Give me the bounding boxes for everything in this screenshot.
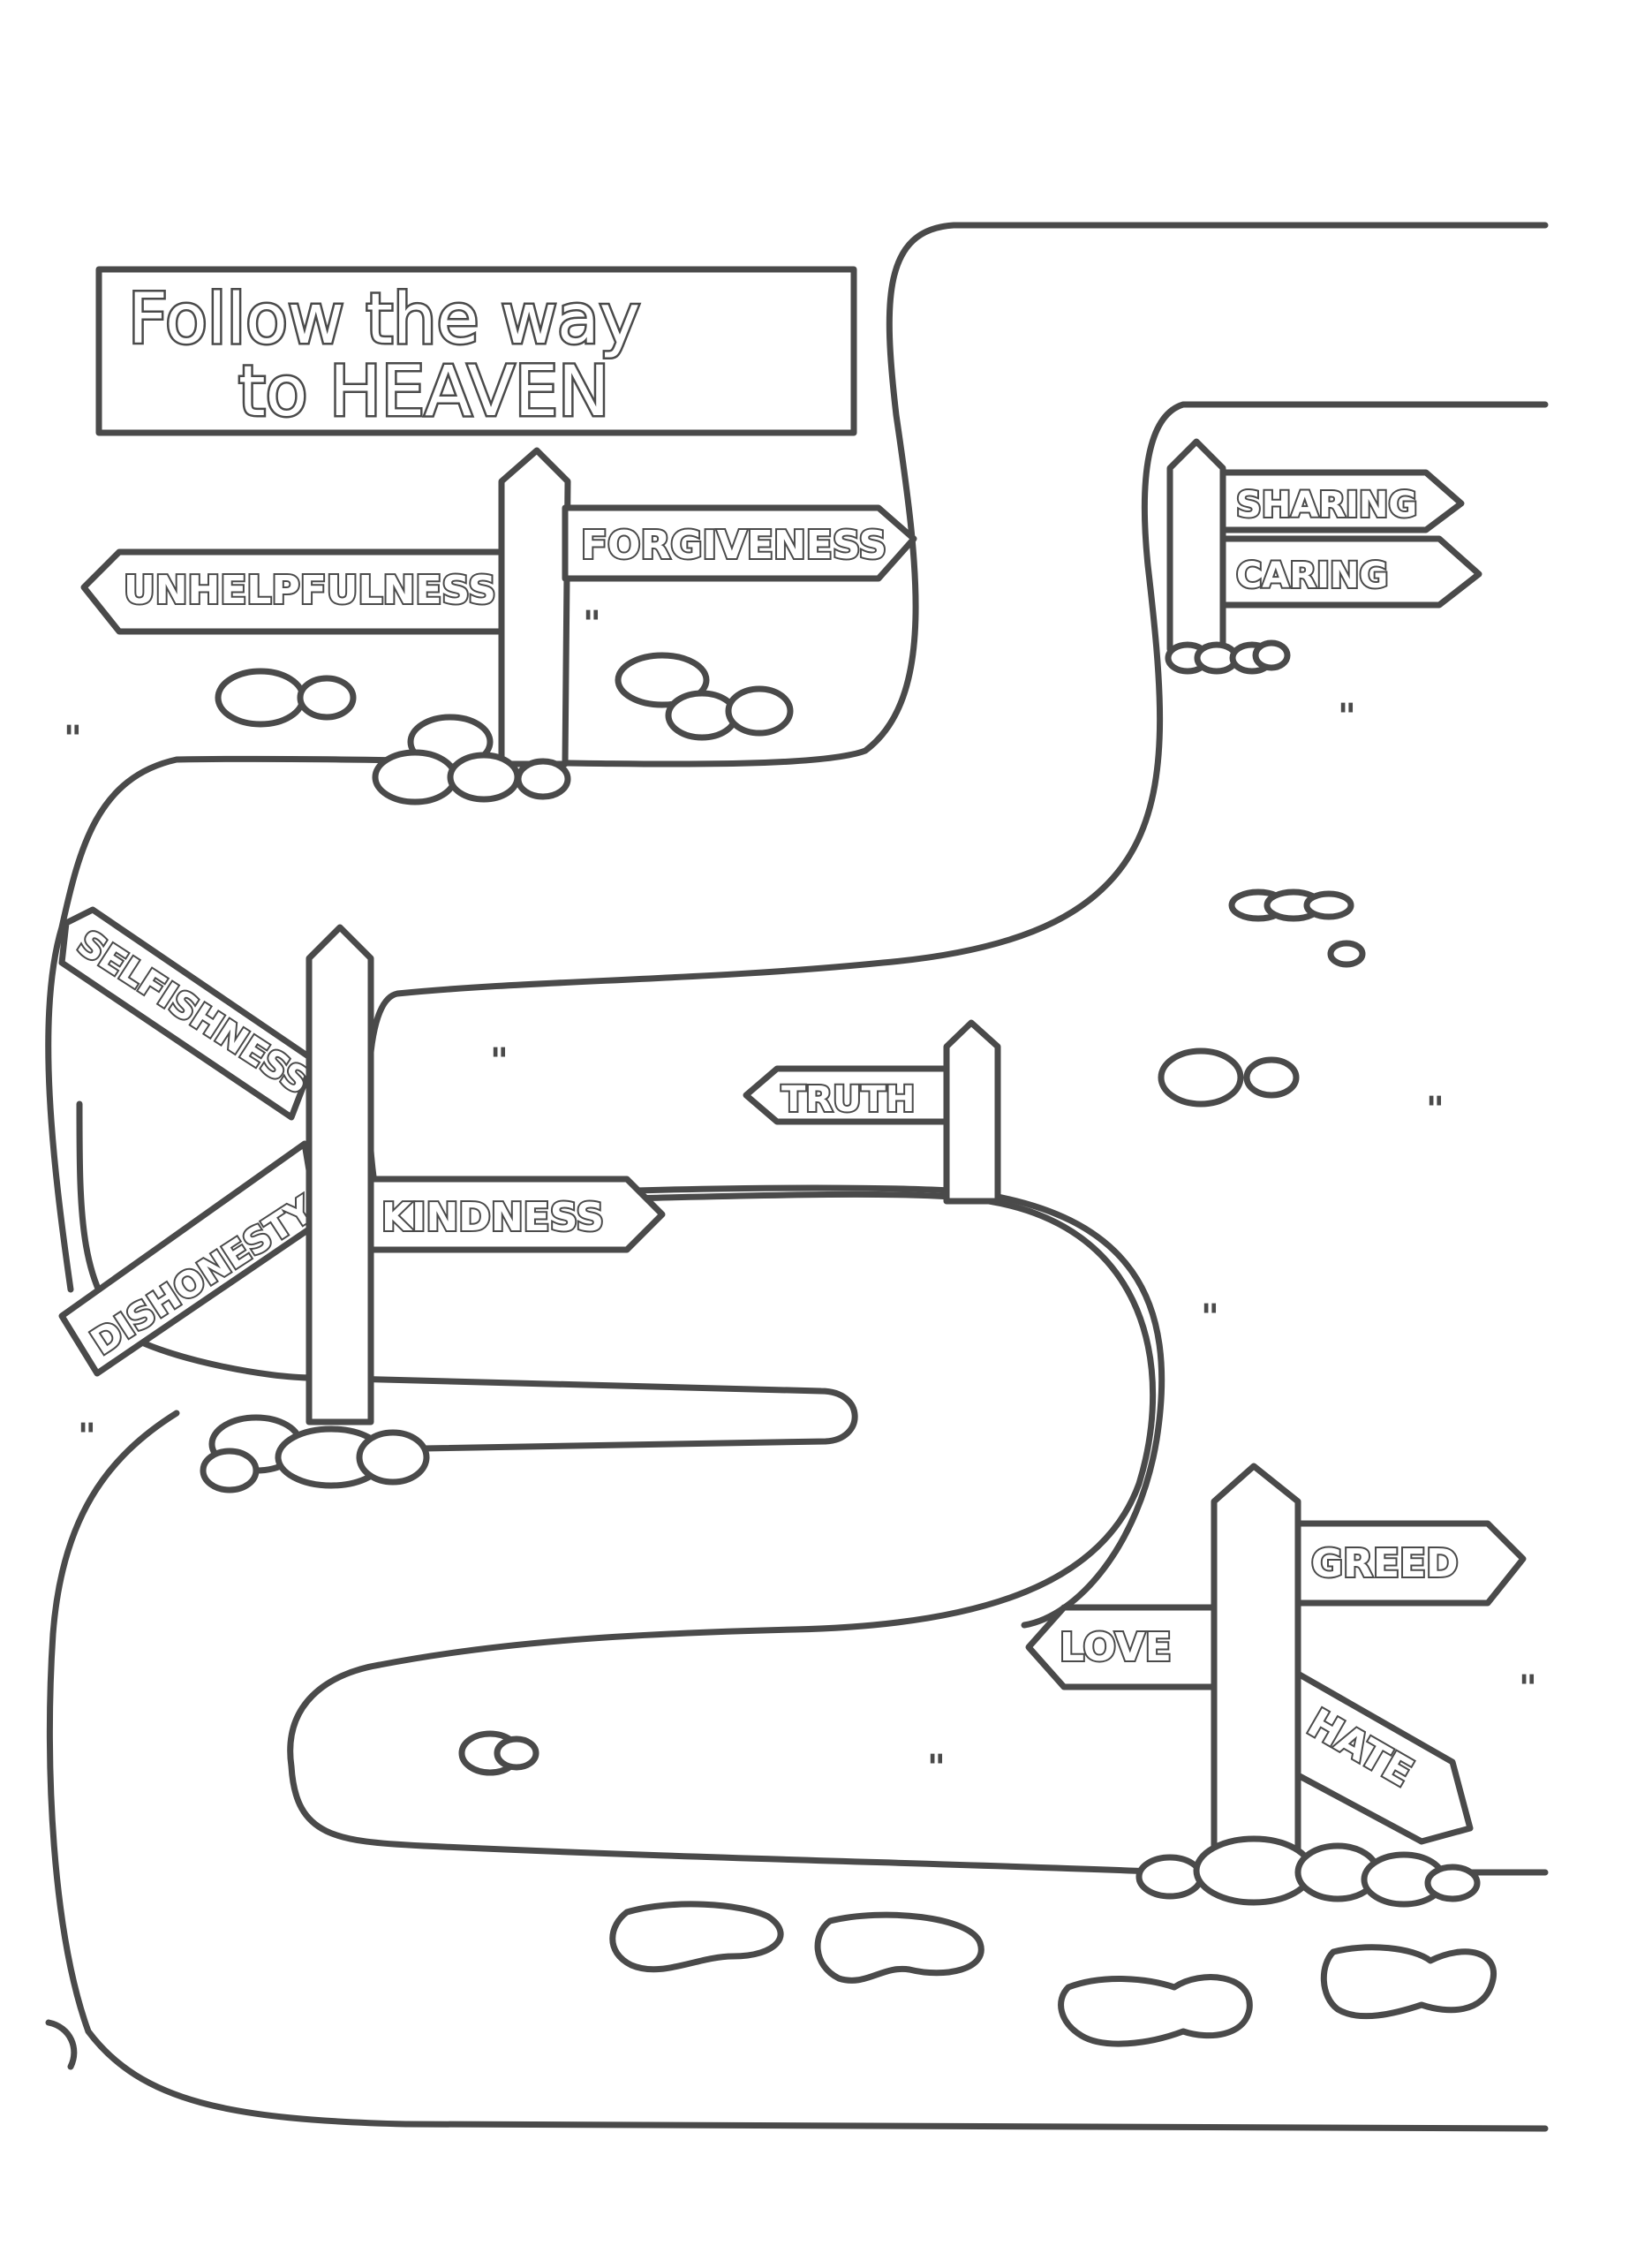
sign-love-board (1025, 1604, 1218, 1690)
sign-greed-board (1294, 1520, 1527, 1607)
signpost-truth: TRUTH (743, 1019, 1001, 1205)
sign-caring-board (1219, 535, 1482, 609)
road-curve-left (76, 1100, 858, 1452)
sign-sharing-board (1219, 469, 1465, 533)
title-line1: Follow the way (128, 280, 640, 359)
road-edge-inner (287, 1191, 1178, 1876)
grass-tufts: " " " " " " " " " (64, 604, 1537, 1788)
footprint (814, 1911, 984, 1984)
svg-text:": " (64, 719, 82, 760)
title-sign: Follow the way to HEAVEN (95, 266, 857, 436)
signpost-pole (1166, 438, 1226, 653)
sign-selfishness-board (58, 906, 317, 1121)
sign-kindness-board (367, 1176, 666, 1253)
title-board (95, 266, 857, 436)
svg-text:": " (1201, 1297, 1219, 1338)
signpost-sharing: SHARING CARING (1165, 438, 1482, 675)
footprint (1058, 1974, 1253, 2047)
stones (200, 1414, 430, 1493)
signpost-greed: GREED LOVE HATE (1025, 1463, 1527, 1908)
field-stones (215, 652, 1366, 1776)
svg-text:": " (1519, 1668, 1537, 1709)
sign-caring: CARING (1236, 556, 1388, 596)
stones (1165, 639, 1291, 675)
svg-text:": " (1338, 697, 1356, 737)
sign-unhelpfulness: UNHELPFULNESS (124, 568, 496, 613)
signpost-pole (498, 447, 571, 768)
signpost-pole (1211, 1463, 1301, 1876)
footprints (609, 1901, 1497, 2047)
sign-forgiveness-board (562, 504, 917, 582)
footprint (609, 1901, 784, 1973)
corner-mark (45, 2019, 78, 2070)
sign-truth-board (743, 1065, 950, 1125)
sign-truth: TRUTH (781, 1079, 915, 1120)
sign-selfishness: SELFISHNESS (71, 923, 317, 1102)
signpost-pole (306, 924, 374, 1425)
signpost-forgiveness: FORGIVENESS UNHELPFULNESS (80, 447, 917, 805)
svg-text:": " (78, 1417, 96, 1457)
svg-text:": " (490, 1041, 509, 1082)
svg-text:": " (927, 1748, 946, 1788)
stones (1135, 1835, 1481, 1908)
title-line2: to HEAVEN (238, 352, 609, 432)
stones (372, 714, 571, 805)
sign-kindness: KINDNESS (381, 1195, 604, 1240)
svg-text:": " (1426, 1090, 1445, 1130)
road-edge-bottom (46, 1410, 1549, 2132)
signpost-kindness: SELFISHNESS DISHONESTY KINDNESS (58, 906, 666, 1493)
sign-love: LOVE (1060, 1625, 1172, 1670)
sign-unhelpfulness-board (80, 548, 505, 635)
sign-forgiveness: FORGIVENESS (581, 523, 886, 568)
sign-greed: GREED (1311, 1541, 1459, 1586)
signpost-pole (943, 1019, 1001, 1205)
sign-hate-board (1294, 1670, 1474, 1845)
sign-sharing: SHARING (1236, 485, 1417, 526)
footprint (1320, 1944, 1497, 2020)
svg-text:": " (583, 604, 601, 645)
